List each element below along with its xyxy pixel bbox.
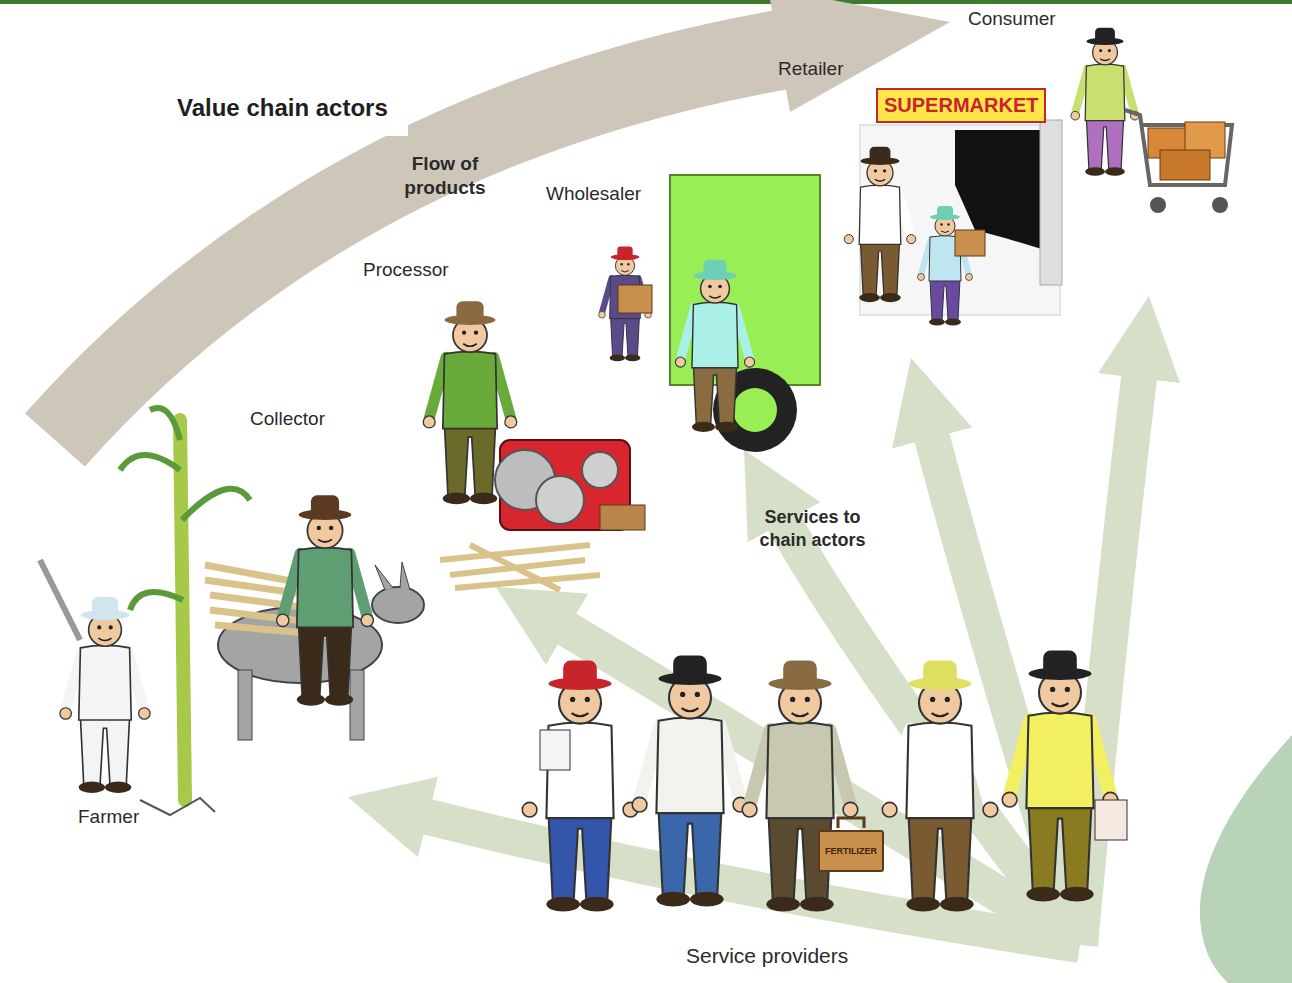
label-text: Wholesaler [546, 183, 641, 205]
label-text: Collector [250, 408, 325, 430]
service-arrows [420, 370, 1140, 945]
actor-label: Collector [250, 408, 325, 430]
label-text: Retailer [778, 58, 843, 80]
store-sign: SUPERMARKET [876, 88, 1046, 123]
retailer-figure [844, 120, 1062, 326]
label-text: Service providers [686, 944, 848, 968]
wholesaler-figure [599, 175, 820, 452]
actor-label: Farmer [78, 806, 139, 828]
label-text: Farmer [78, 806, 139, 828]
label-text: Services to chain actors [740, 506, 885, 551]
corner-shape [1200, 735, 1292, 983]
actor-label: Wholesaler [546, 183, 641, 205]
collector-figure [205, 495, 424, 740]
actor-label: Consumer [968, 8, 1056, 30]
services-label: Services to chain actors [740, 506, 885, 551]
title-box: Value chain actors [157, 80, 408, 136]
fertilizer-case: FERTILIZER [818, 830, 884, 872]
flow-label: Flow of products [380, 152, 510, 200]
top-rule [0, 0, 1292, 4]
actor-label: Processor [363, 259, 449, 281]
consumer-figure [1071, 28, 1232, 213]
providers-label: Service providers [686, 944, 848, 968]
actor-label: Retailer [778, 58, 843, 80]
label-text: Consumer [968, 8, 1056, 30]
service-provider-figures [522, 651, 1127, 912]
label-text: Processor [363, 259, 449, 281]
label-text: Flow of products [380, 152, 510, 200]
node-text: FERTILIZER [825, 846, 877, 856]
node-text: SUPERMARKET [884, 94, 1038, 117]
title-text: Value chain actors [177, 94, 388, 122]
